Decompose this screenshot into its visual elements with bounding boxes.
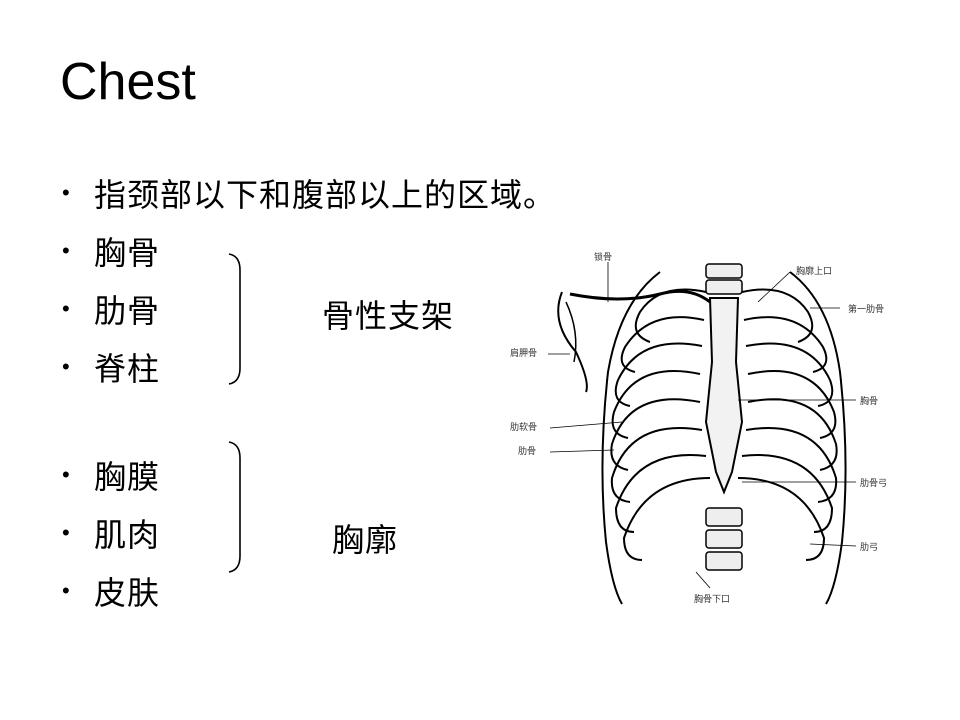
rib-cage-illustration: 锁骨 胸廓上口 第一肋骨 肩胛骨 胸骨 肋软骨 肋骨 肋骨弓 肋弓 胸骨下口 <box>510 251 887 605</box>
bullet-dot: • <box>62 520 70 545</box>
bullet-item: • 肋骨 <box>62 289 161 330</box>
bullet-item: • 指颈部以下和腹部以上的区域。 <box>62 173 557 214</box>
bullet-item: • 皮肤 <box>62 571 161 612</box>
bullet-dot: • <box>62 462 70 487</box>
bullet-text: 指颈部以下和腹部以上的区域。 <box>94 176 557 214</box>
bullet-text: 脊柱 <box>94 350 161 388</box>
group-bracket <box>228 441 241 573</box>
label-first-rib: 第一肋骨 <box>848 303 884 315</box>
label-rib: 肋骨 <box>518 446 536 457</box>
bullet-dot: • <box>62 238 70 263</box>
bullet-dot: • <box>62 180 70 205</box>
group-label-bony-frame: 骨性支架 <box>322 297 455 335</box>
group-label-thorax: 胸廓 <box>332 521 399 559</box>
bullet-text: 胸膜 <box>94 458 161 496</box>
bullet-dot: • <box>62 354 70 379</box>
bullet-item: • 肌肉 <box>62 513 161 554</box>
label-clavicle: 锁骨 <box>594 251 612 263</box>
bullet-text: 皮肤 <box>94 574 161 612</box>
label-superior-aperture: 胸廓上口 <box>796 265 832 277</box>
group-bracket <box>228 253 241 385</box>
bullet-text: 肌肉 <box>94 516 161 554</box>
label-costal-margin: 肋弓 <box>860 542 878 553</box>
bullet-text: 肋骨 <box>94 292 161 330</box>
bullet-item: • 胸骨 <box>62 231 161 272</box>
bullet-text: 胸骨 <box>94 234 161 272</box>
label-inferior-aperture: 胸骨下口 <box>694 593 730 605</box>
slide-title: Chest <box>60 53 196 111</box>
bullet-dot: • <box>62 578 70 603</box>
label-costal-cartilage: 肋软骨 <box>510 421 537 433</box>
label-costal-arch: 肋骨弓 <box>860 478 887 489</box>
label-scapula: 肩胛骨 <box>510 347 537 359</box>
bullet-item: • 胸膜 <box>62 455 161 496</box>
bullet-item: • 脊柱 <box>62 347 161 388</box>
label-sternum: 胸骨 <box>860 395 878 407</box>
bullet-dot: • <box>62 296 70 321</box>
